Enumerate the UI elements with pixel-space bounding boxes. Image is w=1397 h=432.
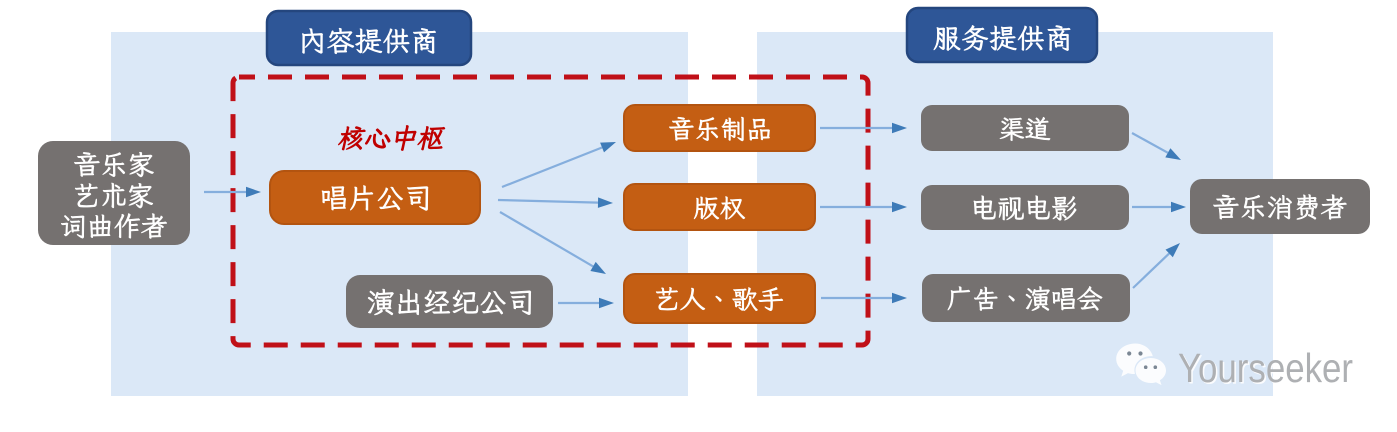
svg-text:Yourseeker: Yourseeker [1178, 345, 1353, 391]
svg-text:Yourseeker: Yourseeker [1180, 347, 1355, 393]
